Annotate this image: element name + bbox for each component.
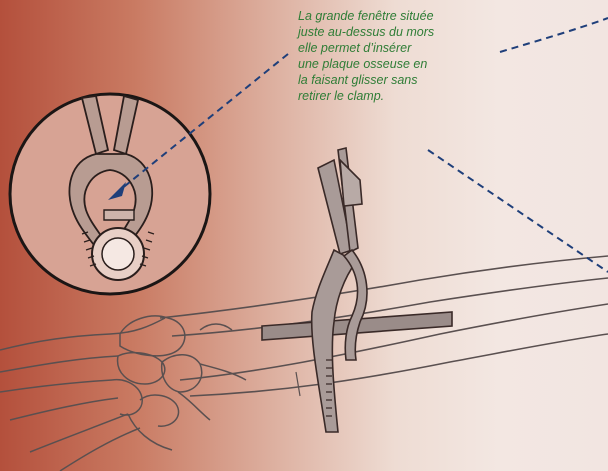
caption-line-4: une plaque osseuse en <box>298 56 494 72</box>
hand-skeleton-icon <box>0 316 246 471</box>
caption-line-2: juste au-dessus du mors <box>298 24 494 40</box>
clamp-jaw-detail-icon <box>10 94 210 294</box>
caption-line-5: la faisant glisser sans <box>298 72 494 88</box>
caption-line-1: La grande fenêtre située <box>298 8 494 24</box>
bone-clamp-icon <box>312 148 367 432</box>
caption-line-6: retirer le clamp. <box>298 88 494 104</box>
caption-line-3: elle permet d’insérer <box>298 40 494 56</box>
caption-text: La grande fenêtre située juste au-dessus… <box>298 8 494 104</box>
